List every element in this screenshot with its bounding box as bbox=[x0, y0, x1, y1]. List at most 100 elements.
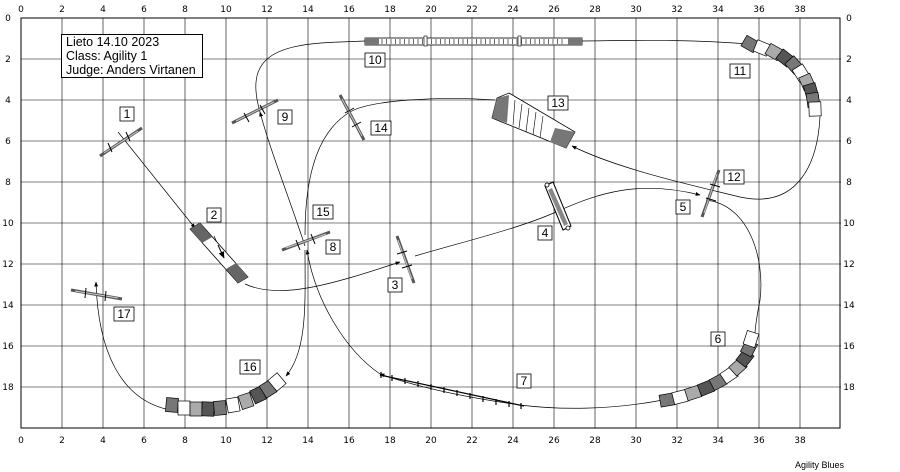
obstacle-number-1: 1 bbox=[119, 106, 135, 122]
x-tick-label: 6 bbox=[141, 436, 147, 446]
course-date: Lieto 14.10 2023 bbox=[66, 35, 160, 49]
x-tick-label: 26 bbox=[548, 5, 560, 15]
jump-5 bbox=[700, 169, 721, 218]
number-box bbox=[119, 106, 135, 122]
y-tick-label: 18 bbox=[843, 383, 855, 393]
number-box bbox=[277, 109, 293, 125]
credit-label: Agility Blues bbox=[794, 460, 844, 470]
y-tick-label: 18 bbox=[2, 383, 14, 393]
number-label: 17 bbox=[117, 307, 131, 321]
y-tick-label: 0 bbox=[5, 14, 11, 24]
tunnel-segment bbox=[213, 400, 227, 416]
y-tick-label: 4 bbox=[5, 96, 11, 106]
number-label: 12 bbox=[727, 170, 741, 184]
jump-1 bbox=[99, 126, 143, 158]
jump-17 bbox=[70, 287, 123, 302]
x-tick-label: 16 bbox=[343, 5, 355, 15]
obstacle-number-2: 2 bbox=[206, 207, 222, 223]
x-tick-label: 26 bbox=[548, 436, 560, 446]
number-box bbox=[312, 204, 334, 220]
x-tick-label: 18 bbox=[384, 5, 396, 15]
x-tick-label: 14 bbox=[302, 436, 314, 446]
y-tick-label: 10 bbox=[843, 219, 855, 229]
x-tick-label: 8 bbox=[182, 436, 188, 446]
x-tick-label: 18 bbox=[384, 436, 396, 446]
jump-8 bbox=[281, 230, 331, 252]
tunnel-segment bbox=[267, 372, 287, 392]
tunnel-11 bbox=[740, 34, 822, 117]
number-label: 3 bbox=[392, 278, 399, 292]
tunnel-segment bbox=[225, 396, 241, 414]
number-box bbox=[370, 120, 392, 136]
y-tick-label: 12 bbox=[2, 260, 13, 270]
y-tick-label: 6 bbox=[5, 137, 11, 147]
obstacle-number-11: 11 bbox=[729, 63, 751, 79]
x-tick-label: 2 bbox=[59, 5, 65, 15]
number-label: 13 bbox=[551, 96, 565, 110]
number-box bbox=[387, 277, 403, 293]
ring-border bbox=[20, 17, 841, 429]
number-label: 10 bbox=[368, 53, 382, 67]
x-tick-label: 10 bbox=[220, 5, 232, 15]
number-label: 4 bbox=[542, 226, 549, 240]
number-label: 11 bbox=[734, 64, 747, 78]
x-tick-label: 22 bbox=[466, 5, 477, 15]
number-box bbox=[364, 52, 386, 68]
obstacle-number-10: 10 bbox=[364, 52, 386, 68]
x-tick-label: 20 bbox=[425, 436, 437, 446]
tunnel-6 bbox=[658, 330, 760, 408]
x-tick-label: 22 bbox=[466, 436, 477, 446]
tunnel-segment bbox=[201, 401, 215, 417]
jump-14 bbox=[338, 94, 366, 141]
obstacle-number-8: 8 bbox=[325, 239, 341, 255]
x-tick-label: 24 bbox=[507, 5, 519, 15]
x-tick-label: 12 bbox=[261, 5, 272, 15]
tunnel-segment bbox=[165, 397, 179, 413]
obstacle-number-9: 9 bbox=[277, 109, 293, 125]
x-tick-label: 4 bbox=[100, 5, 106, 15]
aframe-13 bbox=[491, 92, 576, 149]
obstacle-number-13: 13 bbox=[547, 95, 569, 111]
number-label: 2 bbox=[211, 208, 218, 222]
tunnel-segment bbox=[742, 330, 760, 348]
x-tick-label: 8 bbox=[182, 5, 188, 15]
x-tick-label: 28 bbox=[589, 5, 601, 15]
x-tick-label: 2 bbox=[59, 436, 65, 446]
obstacle-number-4: 4 bbox=[537, 225, 553, 241]
number-box bbox=[547, 95, 569, 111]
course-class: Class: Agility 1 bbox=[66, 49, 148, 63]
x-tick-label: 10 bbox=[220, 436, 232, 446]
x-tick-label: 30 bbox=[630, 5, 642, 15]
x-tick-label: 12 bbox=[261, 436, 272, 446]
y-tick-label: 4 bbox=[846, 96, 852, 106]
y-tick-label: 6 bbox=[846, 137, 852, 147]
number-box bbox=[710, 331, 726, 347]
x-tick-label: 34 bbox=[712, 436, 724, 446]
tunnel-segment bbox=[237, 392, 255, 410]
course-info-box: Lieto 14.10 2023 Class: Agility 1 Judge:… bbox=[61, 34, 203, 78]
number-label: 16 bbox=[243, 360, 257, 374]
tunnel-segment bbox=[177, 400, 191, 416]
obstacle-number-3: 3 bbox=[387, 277, 403, 293]
dog-path bbox=[94, 40, 821, 411]
number-box bbox=[325, 239, 341, 255]
y-tick-label: 14 bbox=[2, 301, 14, 311]
number-box bbox=[537, 225, 553, 241]
number-box bbox=[239, 359, 261, 375]
grid bbox=[21, 18, 841, 428]
number-label: 15 bbox=[316, 205, 330, 219]
x-tick-label: 38 bbox=[794, 5, 806, 15]
number-label: 1 bbox=[124, 107, 131, 121]
obstacle-number-7: 7 bbox=[516, 373, 532, 389]
obstacle-number-15: 15 bbox=[312, 204, 334, 220]
x-tick-label: 28 bbox=[589, 436, 601, 446]
weave-poles-7 bbox=[379, 372, 525, 409]
x-tick-label: 38 bbox=[794, 436, 806, 446]
number-label: 5 bbox=[680, 200, 687, 214]
number-label: 9 bbox=[282, 110, 289, 124]
tunnel-segment bbox=[808, 101, 822, 117]
